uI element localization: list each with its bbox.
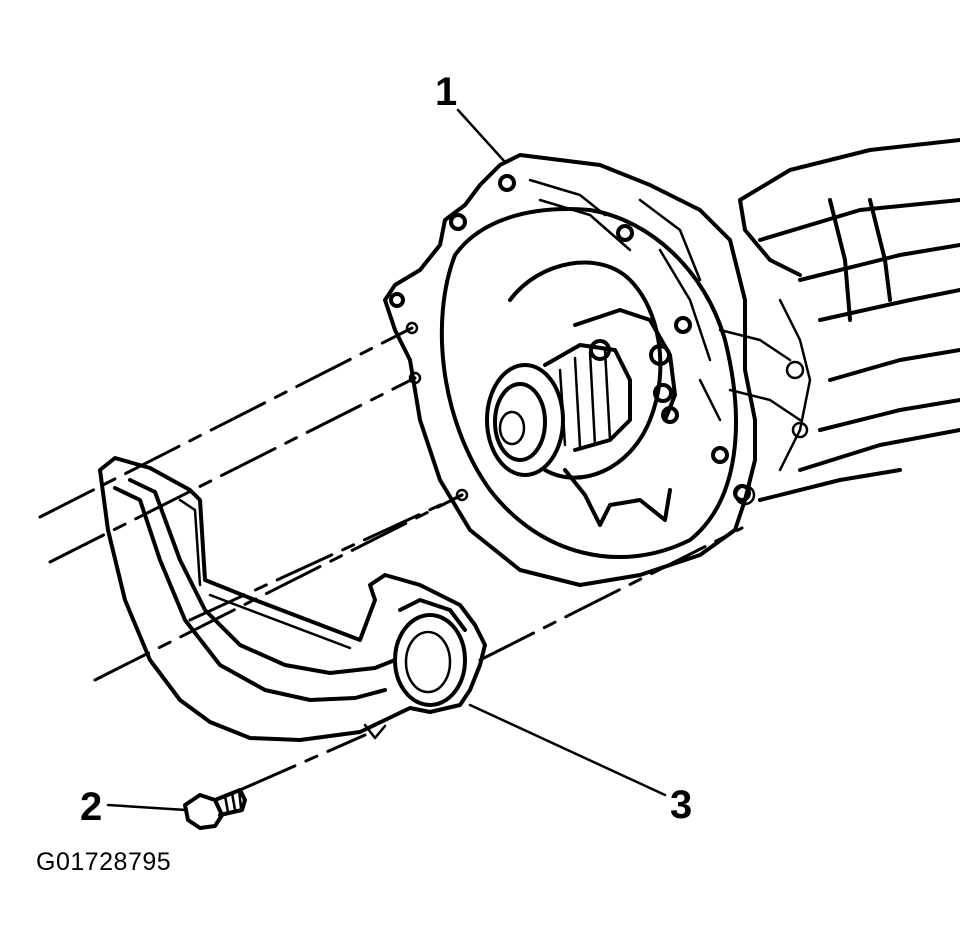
callout-1: 1	[435, 70, 457, 114]
callout-3: 3	[670, 783, 692, 827]
clutch-housing-cover	[98, 456, 487, 742]
leader-line-3	[468, 703, 667, 797]
bolt	[183, 788, 247, 830]
figure-id: G01728795	[36, 848, 172, 876]
clutch-housing-flange	[383, 153, 757, 587]
transmission-case	[718, 138, 960, 506]
leader-line-2	[106, 803, 188, 812]
leader-line-1	[456, 108, 507, 164]
callout-2: 2	[80, 785, 102, 829]
alignment-lines	[38, 326, 744, 792]
input-shaft-release-bearing	[485, 260, 679, 527]
leader-lines	[106, 108, 667, 812]
